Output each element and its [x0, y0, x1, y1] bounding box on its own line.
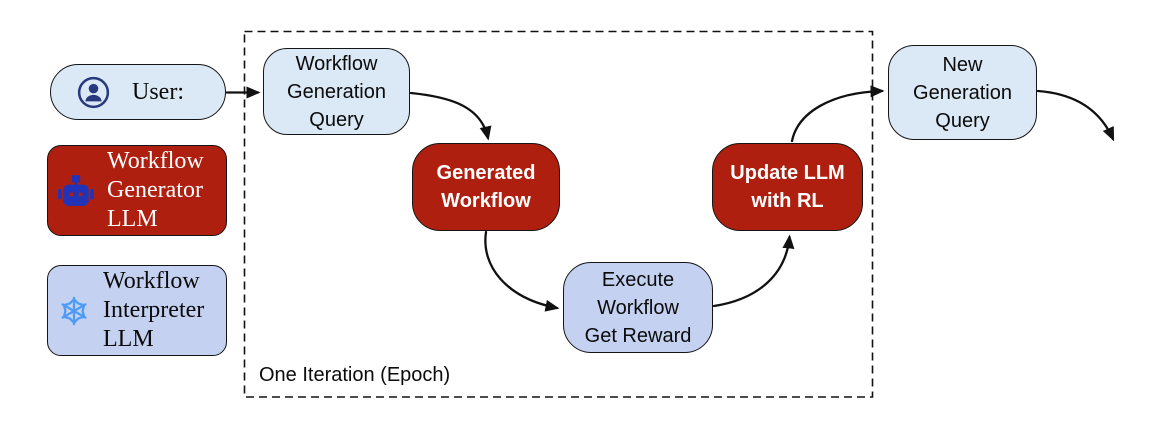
node-workflow-generation-query: Workflow Generation Query: [263, 48, 410, 135]
node-label: Generated Workflow: [436, 162, 536, 212]
legend-user-label: User:: [132, 78, 184, 105]
snowflake-icon: [58, 294, 90, 328]
arrow-generated-to-execute: [484, 230, 560, 312]
node-execute-workflow-get-reward: Execute Workflow Get Reward: [563, 262, 713, 353]
arrow-query-to-generated: [409, 91, 492, 141]
node-label: Update LLM with RL: [730, 162, 845, 212]
node-label: Workflow Generation Query: [287, 52, 386, 131]
arrow-update-to-newquery: [790, 85, 885, 143]
legend-user-box: User:: [50, 64, 226, 120]
legend-generator-box: Workflow Generator LLM: [47, 145, 227, 236]
node-generated-workflow: Generated Workflow: [412, 143, 560, 231]
arrow-newquery-exit: [1036, 89, 1115, 142]
node-label: New Generation Query: [913, 53, 1012, 132]
user-circle-icon: [77, 76, 110, 109]
legend-generator-label: Workflow Generator LLM: [107, 148, 204, 232]
node-new-generation-query: New Generation Query: [888, 45, 1037, 140]
arrow-execute-to-update: [712, 234, 795, 308]
legend-interpreter-label: Workflow Interpreter LLM: [103, 268, 205, 352]
legend-interpreter-box: Workflow Interpreter LLM: [47, 265, 227, 356]
node-label: Execute Workflow Get Reward: [584, 268, 692, 347]
node-update-llm-with-rl: Update LLM with RL: [712, 143, 863, 231]
robot-icon: [58, 174, 94, 207]
iteration-epoch-label: One Iteration (Epoch): [259, 364, 451, 386]
